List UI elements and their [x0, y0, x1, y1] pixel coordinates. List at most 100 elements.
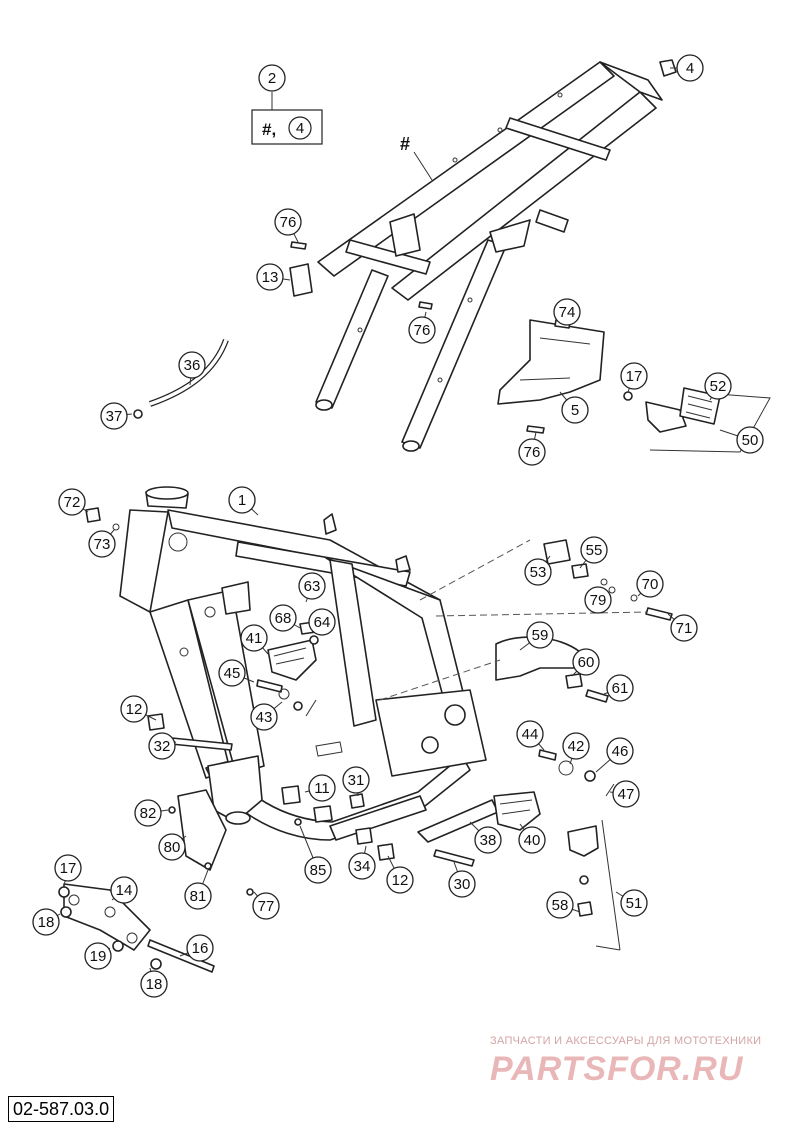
callout-circle [584, 586, 612, 614]
callout-number: 60 [578, 654, 595, 671]
callout-number: 51 [626, 895, 643, 912]
callout-circle [256, 263, 284, 291]
callout-number: 63 [304, 578, 321, 595]
callout-14: 14 [110, 876, 138, 904]
callout-circle [308, 608, 336, 636]
callout-number: 34 [354, 858, 371, 875]
callout-40: 40 [518, 823, 546, 854]
callout-circle [448, 870, 476, 898]
callout-5: 5 [559, 391, 589, 424]
callout-circle [561, 396, 589, 424]
callout-number: 82 [140, 805, 157, 822]
callout-number: 46 [612, 743, 629, 760]
callout-18: 18 [32, 908, 61, 936]
callout-64: 64 [308, 608, 336, 636]
main-frame-small-parts [58, 507, 673, 973]
callout-circle [218, 659, 246, 687]
callout-circle [274, 208, 302, 236]
callout-number: 64 [314, 614, 331, 631]
callout-number: 76 [414, 322, 431, 339]
callout-71: 71 [667, 613, 698, 642]
callout-circle [240, 624, 268, 652]
callout-number: 37 [106, 408, 123, 425]
callout-number: 73 [94, 536, 111, 553]
callout-53: 53 [524, 555, 552, 586]
callout-number: 80 [164, 839, 181, 856]
callout-number: 19 [90, 948, 107, 965]
callout-circle [148, 732, 176, 760]
callout-36: 36 [178, 351, 206, 386]
callout-number: 61 [612, 680, 629, 697]
callout-circle [524, 558, 552, 586]
callout-circle [736, 426, 764, 454]
callout-11: 11 [304, 774, 336, 802]
callout-circle [54, 854, 82, 882]
callout-circle [258, 64, 286, 92]
callout-60: 60 [571, 648, 600, 677]
callout-number: 1 [238, 492, 246, 509]
callout-73: 73 [88, 529, 116, 558]
callout-number: 72 [64, 494, 81, 511]
callout-47: 47 [609, 780, 640, 808]
callout-circle [612, 780, 640, 808]
callout-number: 50 [742, 432, 759, 449]
callout-number: 70 [642, 576, 659, 593]
callout-circle [304, 856, 332, 884]
callout-circle [228, 486, 256, 514]
callout-19: 19 [84, 942, 112, 970]
callout-circle [580, 536, 608, 564]
callout-number: 14 [116, 882, 133, 899]
subframe-label: # [400, 134, 410, 154]
callout-number: 76 [524, 444, 541, 461]
callout-number: 17 [60, 860, 77, 877]
callout-number: 17 [626, 368, 643, 385]
callout-circle [250, 703, 278, 731]
callout-79: 79 [584, 586, 612, 614]
callout-circle [620, 889, 648, 917]
callout-81: 81 [184, 869, 212, 910]
callout-number: 85 [310, 862, 327, 879]
callout-59: 59 [519, 621, 554, 651]
callout-72: 72 [58, 488, 89, 516]
subframe-drawing [315, 61, 663, 452]
callout-number: 16 [192, 940, 209, 957]
callout-17: 17 [620, 362, 648, 393]
callout-44: 44 [516, 720, 545, 751]
callout-number: 11 [314, 780, 330, 797]
callout-number: 59 [532, 627, 549, 644]
callout-41: 41 [240, 624, 269, 655]
callout-circle [386, 866, 414, 894]
callout-46: 46 [595, 737, 634, 773]
callout-77: 77 [252, 891, 280, 920]
callout-80: 80 [158, 833, 187, 861]
callout-32: 32 [148, 732, 177, 760]
callout-12: 12 [386, 855, 414, 894]
callout-circle [676, 54, 704, 82]
callout-number: 36 [184, 357, 201, 374]
callout-50: 50 [719, 426, 764, 454]
callout-38: 38 [469, 821, 502, 854]
callout-68: 68 [269, 604, 301, 632]
callout-number: 81 [190, 888, 207, 905]
callout-16: 16 [179, 934, 214, 962]
callout-number: 5 [571, 402, 579, 419]
callout-13: 13 [256, 263, 291, 291]
callout-63: 63 [298, 572, 326, 603]
callout-number: 2 [268, 70, 276, 87]
callout-number: 38 [480, 832, 497, 849]
callout-circle [606, 737, 634, 765]
callout-circle [184, 882, 212, 910]
callout-70: 70 [636, 570, 664, 598]
callout-circle [348, 852, 376, 880]
callout-34: 34 [348, 845, 376, 880]
callout-circle [526, 621, 554, 649]
callout-number: 58 [552, 897, 569, 914]
callout-circle [32, 908, 60, 936]
callout-circle [562, 732, 590, 760]
callout-number: 41 [246, 630, 263, 647]
callout-circle [269, 604, 297, 632]
callout-number: 12 [392, 872, 409, 889]
callout-circle [408, 316, 436, 344]
callout-circle [546, 891, 574, 919]
callout-number: 44 [522, 726, 539, 743]
